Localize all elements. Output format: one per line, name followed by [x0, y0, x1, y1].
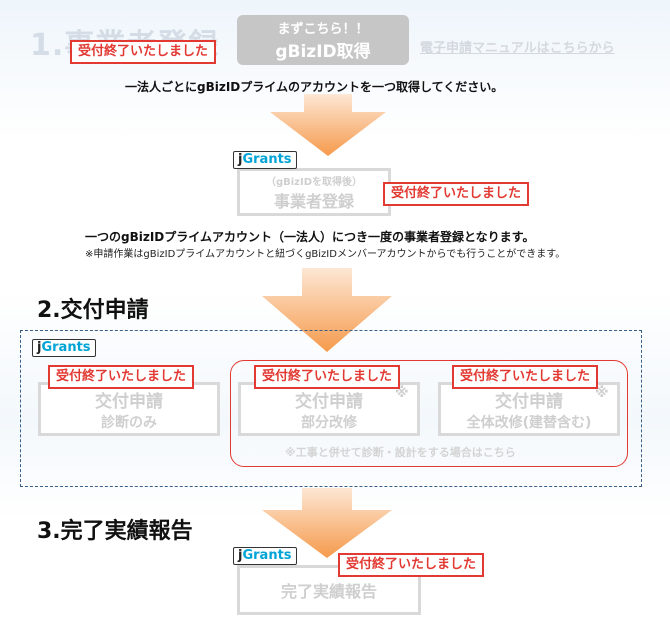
member-note: ※申請作業はgBizIDプライムアカウントと紐づくgBizIDメンバーアカウント…	[85, 249, 566, 260]
closed-stamp-apply-diagnosis: 受付終了いたしました	[48, 365, 195, 389]
step2-heading: 2.交付申請	[37, 298, 149, 323]
registration-main-label: 事業者登録	[273, 191, 354, 211]
jgrants-logo-text: Grants	[242, 548, 292, 563]
jgrants-logo: jGrants	[32, 339, 96, 357]
asterisk-mark: ※	[395, 385, 409, 401]
apply-sub-label: 全体改修(建替含む)	[466, 414, 592, 431]
apply-partial-renovation-button[interactable]: 交付申請 部分改修	[238, 382, 420, 436]
apply-main-label: 交付申請	[495, 391, 563, 412]
down-arrow-icon	[270, 94, 386, 156]
gbizid-button[interactable]: まずこちら！！ gBizID取得	[237, 15, 409, 65]
jgrants-logo-j: j	[37, 340, 42, 355]
jgrants-logo: jGrants	[233, 547, 297, 565]
registration-note: 一つのgBizIDプライムアカウント（一法人）につき一度の事業者登録となります。	[85, 230, 535, 244]
apply-sub-label: 部分改修	[301, 414, 357, 431]
construction-note-link[interactable]: ※工事と併せて診断・設計をする場合はこちら	[285, 446, 516, 459]
apply-sub-label: 診断のみ	[101, 414, 157, 431]
gbizid-button-line1: まずこちら！！	[277, 22, 369, 37]
apply-diagnosis-button[interactable]: 交付申請 診断のみ	[38, 382, 220, 436]
step3-heading: 3.完了実績報告	[37, 519, 193, 544]
apply-full-renovation-button[interactable]: 交付申請 全体改修(建替含む)	[438, 382, 620, 436]
closed-stamp-completion: 受付終了いたしました	[338, 553, 485, 577]
manual-link[interactable]: 電子申請マニュアルはこちらから	[420, 41, 615, 56]
jgrants-logo: jGrants	[233, 151, 297, 169]
completion-main-label: 完了実績報告	[280, 582, 377, 601]
jgrants-logo-j: j	[238, 152, 243, 167]
closed-stamp-step1: 受付終了いたしました	[70, 40, 217, 64]
account-note: 一法人ごとにgBizIDプライムのアカウントを一つ取得してください。	[125, 80, 504, 94]
down-arrow-icon	[262, 488, 392, 558]
closed-stamp-apply-full: 受付終了いたしました	[452, 365, 599, 389]
registration-small-label: （gBizIDを取得後）	[265, 176, 363, 188]
closed-stamp-registration: 受付終了いたしました	[383, 182, 530, 206]
apply-main-label: 交付申請	[295, 391, 363, 412]
renovation-group	[230, 360, 628, 467]
jgrants-logo-text: Grants	[242, 152, 292, 167]
jgrants-logo-j: j	[238, 548, 243, 563]
jgrants-logo-text: Grants	[41, 340, 91, 355]
closed-stamp-apply-partial: 受付終了いたしました	[254, 365, 401, 389]
asterisk-mark: ※	[595, 385, 609, 401]
apply-main-label: 交付申請	[95, 391, 163, 412]
application-section	[20, 330, 642, 487]
down-arrow-icon	[262, 268, 392, 352]
business-registration-button[interactable]: （gBizIDを取得後） 事業者登録	[237, 168, 391, 216]
gbizid-button-line2: gBizID取得	[275, 42, 371, 62]
